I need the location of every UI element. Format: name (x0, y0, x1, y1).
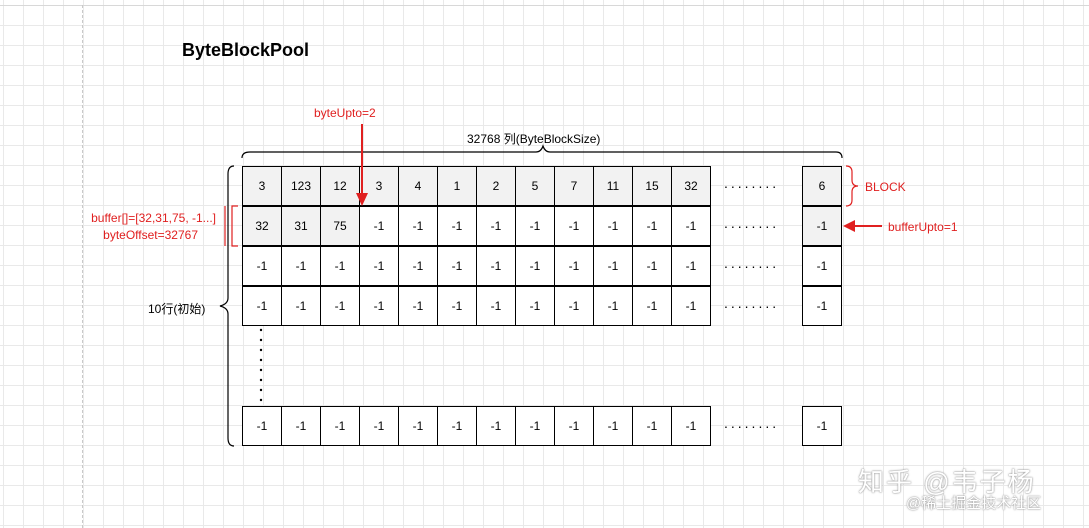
grid-last-cell: -1 (802, 286, 842, 326)
grid-cell: -1 (671, 246, 711, 286)
buffer-upto-arrow-icon (843, 220, 855, 232)
grid-cell: -1 (320, 406, 360, 446)
buffer-bracket (231, 205, 238, 247)
grid-cell: -1 (593, 246, 633, 286)
rows-label: 10行(初始) (148, 302, 206, 316)
diagram-title: ByteBlockPool (182, 40, 310, 60)
grid-cell: -1 (281, 406, 321, 446)
vertical-ellipsis (258, 326, 266, 408)
grid-cell: -1 (476, 246, 516, 286)
row-ellipsis: ........ (724, 215, 780, 231)
grid-cell: -1 (554, 406, 594, 446)
grid-cell: 5 (515, 166, 555, 206)
grid-cell: 75 (320, 206, 360, 246)
byte-upto-arrow-icon (356, 193, 368, 206)
grid-row: -1-1-1-1-1-1-1-1-1-1-1-1 (242, 406, 711, 446)
rows-brace (219, 165, 235, 447)
row-ellipsis: ........ (724, 415, 780, 431)
grid-cell: 31 (281, 206, 321, 246)
grid-cell: 32 (671, 166, 711, 206)
grid-cell: -1 (398, 246, 438, 286)
buffer-label: buffer[]=[32,31,75, -1...] (91, 211, 216, 225)
grid-last-cell: -1 (802, 406, 842, 446)
grid-cell: 11 (593, 166, 633, 206)
grid-cell: 1 (437, 166, 477, 206)
top-border (0, 5, 1089, 6)
vertical-dots-icon (259, 328, 263, 402)
buffer-upto-label: bufferUpto=1 (888, 220, 958, 234)
grid-cell: 12 (320, 166, 360, 206)
watermark-main: 知乎 @韦子杨 (858, 467, 1036, 497)
grid-last-cell: -1 (802, 206, 842, 246)
grid-cell: -1 (281, 286, 321, 326)
grid-cell: -1 (671, 406, 711, 446)
byte-upto-label: byteUpto=2 (314, 106, 376, 120)
byte-offset-label: byteOffset=32767 (103, 228, 198, 242)
grid-cell: -1 (554, 206, 594, 246)
grid-cell: -1 (242, 286, 282, 326)
grid-cell: -1 (515, 406, 555, 446)
block-label: BLOCK (865, 180, 906, 194)
grid-cell: -1 (359, 406, 399, 446)
grid-cell: -1 (671, 206, 711, 246)
grid-cell: 3 (359, 166, 399, 206)
vertical-guide-line (82, 5, 83, 528)
row-ellipsis: ........ (724, 295, 780, 311)
grid-cell: -1 (398, 206, 438, 246)
grid-cell: -1 (554, 286, 594, 326)
row-ellipsis: ........ (724, 175, 780, 191)
columns-label: 32768 列(ByteBlockSize) (467, 132, 601, 146)
grid-cell: -1 (281, 246, 321, 286)
grid-cell: -1 (398, 286, 438, 326)
grid-cell: -1 (359, 286, 399, 326)
grid-cell: -1 (632, 286, 672, 326)
grid-cell: -1 (437, 206, 477, 246)
row-ellipsis: ........ (724, 255, 780, 271)
grid-last-cell: -1 (802, 246, 842, 286)
grid-cell: -1 (632, 406, 672, 446)
grid-row: -1-1-1-1-1-1-1-1-1-1-1-1 (242, 246, 711, 286)
grid-cell: -1 (242, 246, 282, 286)
grid-cell: -1 (476, 286, 516, 326)
grid-cell: -1 (671, 286, 711, 326)
grid-last-cell: 6 (802, 166, 842, 206)
grid-cell: 32 (242, 206, 282, 246)
grid-cell: 2 (476, 166, 516, 206)
grid-cell: -1 (437, 286, 477, 326)
columns-brace (241, 144, 843, 159)
grid-cell: -1 (437, 406, 477, 446)
block-brace (845, 165, 859, 207)
grid-cell: 123 (281, 166, 321, 206)
grid-cell: -1 (437, 246, 477, 286)
grid-row: -1-1-1-1-1-1-1-1-1-1-1-1 (242, 286, 711, 326)
grid-cell: -1 (593, 286, 633, 326)
watermark-sub: @稀土掘金技术社区 (906, 495, 1042, 512)
